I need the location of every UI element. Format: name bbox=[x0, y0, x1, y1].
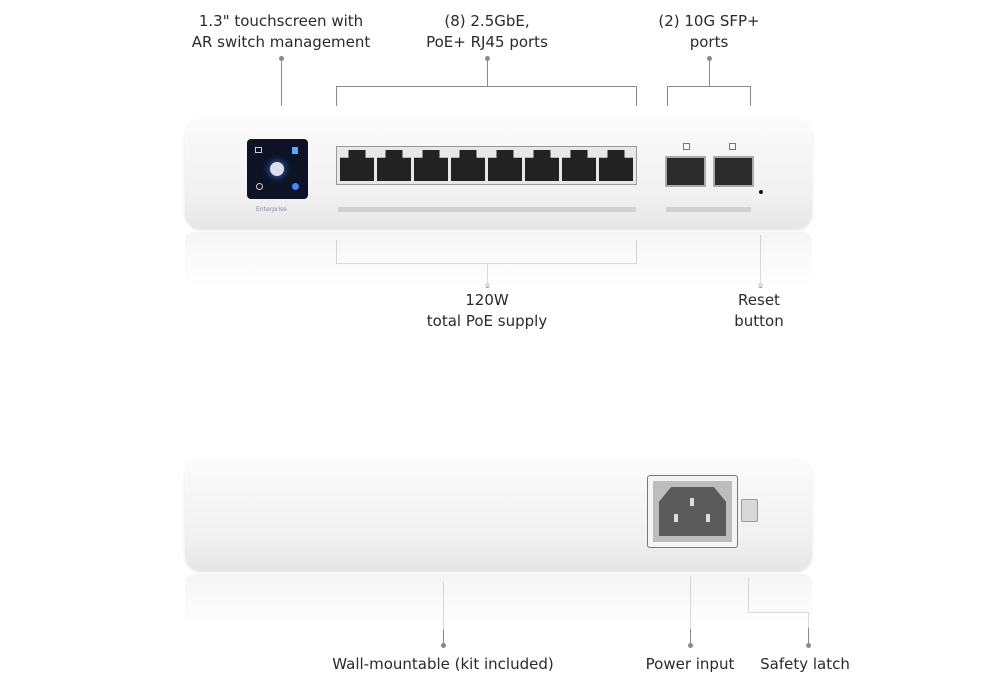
home-button-icon bbox=[270, 162, 284, 176]
sfp-label-strip bbox=[666, 207, 751, 212]
touchscreen-label: 1.3" touchscreen with AR switch managemen… bbox=[192, 11, 371, 53]
sfp-led bbox=[683, 143, 690, 150]
rj45-port[interactable] bbox=[414, 150, 448, 181]
rj45-port[interactable] bbox=[488, 150, 522, 181]
label-line: 1.3" touchscreen with bbox=[198, 12, 364, 30]
back-reflection bbox=[185, 574, 812, 629]
label-line: PoE+ RJ45 ports bbox=[426, 33, 548, 51]
sfp-led bbox=[729, 143, 736, 150]
device-icon bbox=[255, 147, 262, 153]
safety-latch-label: Safety latch bbox=[760, 655, 850, 673]
reset-label: Reset button bbox=[734, 290, 783, 332]
front-reflection bbox=[185, 232, 812, 287]
label-line: ports bbox=[689, 33, 729, 51]
safety-latch[interactable] bbox=[741, 499, 758, 522]
settings-icon bbox=[292, 183, 299, 190]
rj45-label-strip bbox=[338, 207, 636, 212]
label-line: Reset bbox=[738, 291, 780, 309]
rj45-ports bbox=[336, 146, 637, 185]
label-line: AR switch management bbox=[191, 33, 371, 51]
label-line: total PoE supply bbox=[426, 312, 548, 330]
sfp-port[interactable] bbox=[713, 156, 754, 187]
power-input-label: Power input bbox=[645, 655, 735, 673]
rj45-port[interactable] bbox=[562, 150, 596, 181]
rj45-port[interactable] bbox=[525, 150, 559, 181]
sfp-label: (2) 10G SFP+ ports bbox=[658, 11, 759, 53]
brand-label: Enterprise bbox=[256, 206, 287, 213]
touchscreen[interactable] bbox=[247, 139, 308, 199]
wall-mount-label: Wall-mountable (kit included) bbox=[332, 655, 554, 673]
rj45-port[interactable] bbox=[377, 150, 411, 181]
label-line: 120W bbox=[465, 291, 509, 309]
label-line: button bbox=[734, 312, 784, 330]
info-icon bbox=[256, 183, 263, 190]
label-line: (8) 2.5GbE, bbox=[444, 12, 530, 30]
reset-button[interactable] bbox=[759, 190, 763, 194]
label-line: (2) 10G SFP+ bbox=[658, 12, 760, 30]
rj45-port[interactable] bbox=[340, 150, 374, 181]
rj45-label: (8) 2.5GbE, PoE+ RJ45 ports bbox=[426, 11, 548, 53]
power-inlet[interactable] bbox=[647, 475, 738, 548]
rj45-port[interactable] bbox=[599, 150, 633, 181]
poe-supply-label: 120W total PoE supply bbox=[427, 290, 547, 332]
rj45-port[interactable] bbox=[451, 150, 485, 181]
sfp-port[interactable] bbox=[665, 156, 706, 187]
power-socket-icon bbox=[659, 487, 726, 536]
stats-icon bbox=[292, 147, 298, 154]
